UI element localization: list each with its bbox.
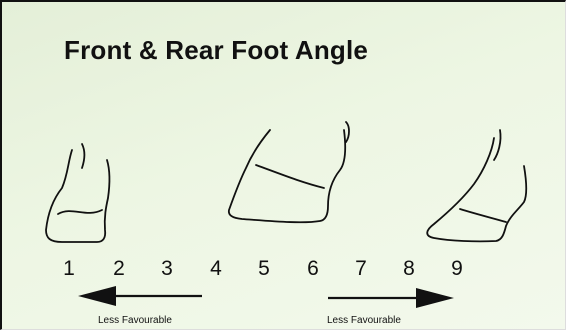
right-arrow-icon (328, 288, 454, 308)
scale-number-4: 4 (210, 257, 222, 280)
left-arrow-label: Less Favourable (98, 315, 172, 326)
scale-number-8: 8 (403, 257, 415, 280)
scale-number-2: 2 (113, 257, 125, 280)
scale-number-5: 5 (258, 257, 270, 280)
hoof-steep-icon (45, 143, 111, 243)
right-arrow-label: Less Favourable (327, 315, 401, 326)
scale-number-7: 7 (355, 257, 367, 280)
hoof-medium-icon (227, 121, 350, 224)
hoof-low-icon (426, 129, 528, 243)
scale-number-3: 3 (161, 257, 173, 280)
diagram-title: Front & Rear Foot Angle (64, 35, 369, 65)
left-arrow-icon (78, 286, 202, 306)
scale-number-1: 1 (63, 257, 75, 280)
scale-number-6: 6 (307, 257, 319, 280)
scale-number-9: 9 (451, 257, 463, 280)
